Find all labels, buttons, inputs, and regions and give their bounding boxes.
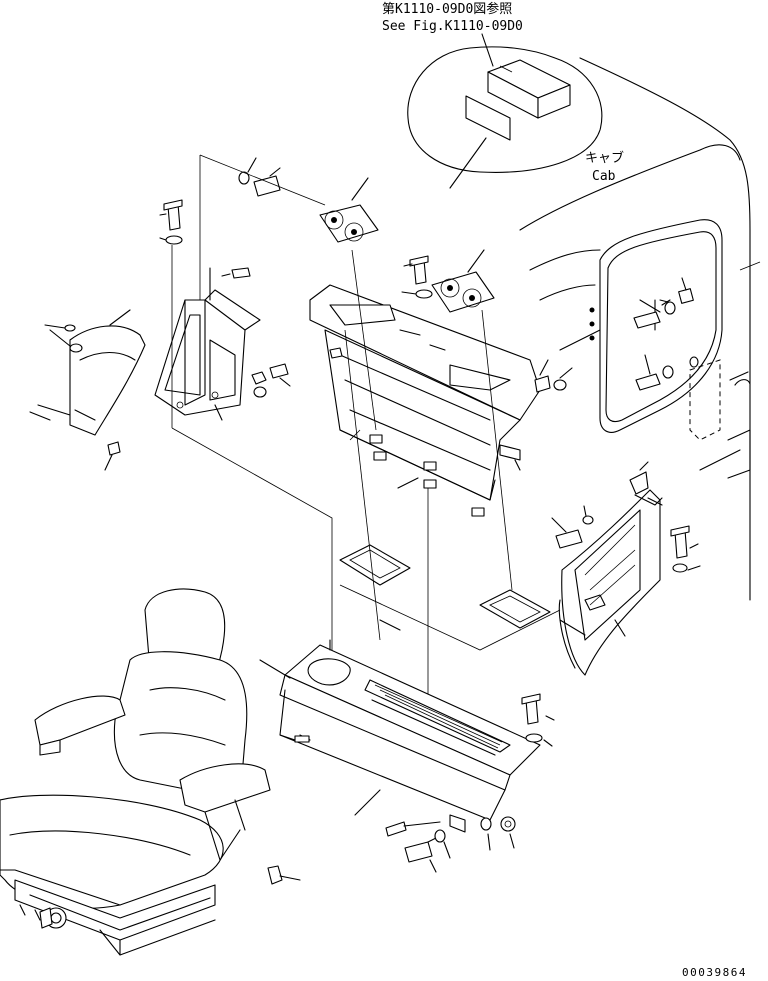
cab-outline (519, 57, 761, 601)
cab-label-ja: キャブ (585, 150, 624, 166)
left-side-cover (29, 309, 146, 471)
reference-bubble (407, 46, 603, 189)
panel-clips (369, 434, 485, 517)
tray-right (479, 589, 551, 629)
top-fasteners (159, 157, 433, 299)
right-side-panel (558, 461, 663, 676)
left-console-bracket (154, 267, 261, 421)
tray-left (339, 544, 411, 586)
speaker-left (319, 177, 379, 243)
speaker-right (431, 249, 495, 313)
reference-label-ja: 第K1110-09D0図参照 (382, 1, 512, 17)
leader-lines (171, 154, 561, 720)
drawing-number: 00039864 (682, 966, 747, 979)
cab-label-en: Cab (592, 169, 616, 184)
floor-console (259, 639, 541, 837)
console-fasteners (404, 693, 555, 873)
reference-label-en: See Fig.K1110-09D0 (382, 19, 523, 34)
bracket-part (465, 59, 571, 141)
operator-seat (0, 588, 301, 956)
cab-bolts (633, 277, 699, 391)
rear-partition-panel (309, 284, 573, 501)
reference-leader (481, 33, 494, 67)
right-panel-fasteners (551, 505, 701, 573)
left-small-parts (251, 363, 291, 398)
